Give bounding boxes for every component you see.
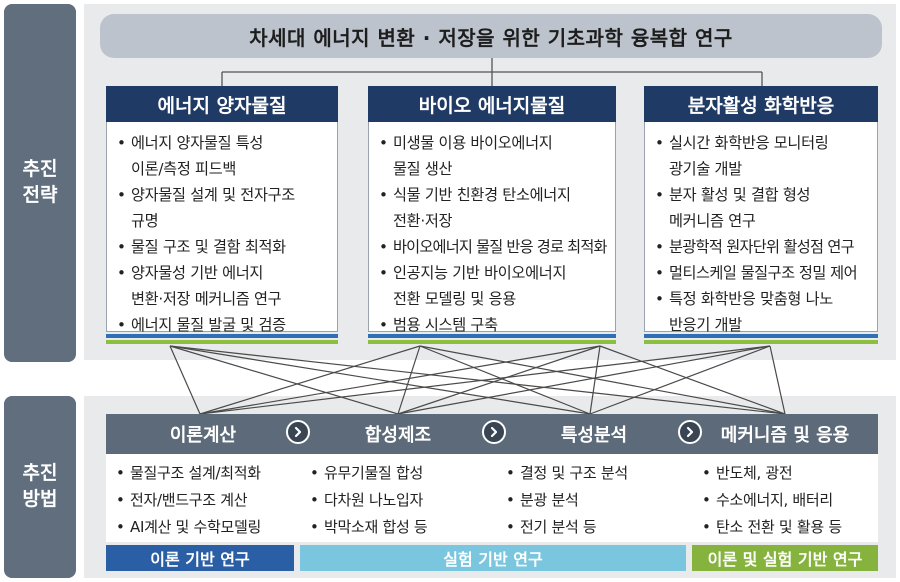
stripe-blue (644, 334, 878, 338)
method-title-4: 메커니즘 및 응용 (692, 414, 878, 454)
stripe-green (368, 340, 616, 344)
list-item: 탄소 전환 및 활용 등 (702, 514, 874, 541)
chevron-right-icon (678, 420, 702, 444)
stripe-green (644, 340, 878, 344)
strategy-list-1: 에너지 양자물질 특성 이론/측정 피드백 양자물질 설계 및 전자구조 규명 … (106, 122, 338, 338)
list-item: 분광학적 원자단위 활성점 연구 (655, 234, 871, 260)
stripe-green (106, 340, 338, 344)
list-item: 물질구조 설계/최적화 (116, 460, 296, 487)
experiment-research-bar: 실험 기반 연구 (300, 545, 686, 571)
list-item: 박막소재 합성 등 (310, 514, 492, 541)
list-item: 분자 활성 및 결합 형성 메커니즘 연구 (655, 182, 871, 234)
list-item: 실시간 화학반응 모니터링 광기술 개발 (655, 130, 871, 182)
list-item: 인공지능 기반 바이오에너지 전환 모델링 및 응용 (379, 260, 609, 312)
method-list-4: 반도체, 광전 수소에너지, 배터리 탄소 전환 및 활용 등 (692, 454, 878, 542)
strategy-list-2: 미생물 이용 바이오에너지 물질 생산 식물 기반 친환경 탄소에너지 전환·저… (368, 122, 616, 338)
list-item: 반도체, 광전 (702, 460, 874, 487)
list-item: AI계산 및 수학모델링 (116, 514, 296, 541)
title-banner: 차세대 에너지 변환 · 저장을 위한 기초과학 융복합 연구 (100, 14, 882, 58)
method-list-3: 결정 및 구조 분석 분광 분석 전기 분석 등 (496, 454, 692, 542)
list-item: 수소에너지, 배터리 (702, 487, 874, 514)
method-list-1: 물질구조 설계/최적화 전자/밴드구조 계산 AI계산 및 수학모델링 (106, 454, 300, 542)
list-item: 멀티스케일 물질구조 정밀 제어 (655, 260, 871, 286)
list-item: 미생물 이용 바이오에너지 물질 생산 (379, 130, 609, 182)
combined-research-bar: 이론 및 실험 기반 연구 (692, 545, 878, 571)
strategy-title-3: 분자활성 화학반응 (644, 86, 878, 122)
method-title-1: 이론계산 (106, 414, 300, 454)
list-item: 식물 기반 친환경 탄소에너지 전환·저장 (379, 182, 609, 234)
list-item: 전기 분석 등 (506, 514, 688, 541)
list-item: 양자물질 설계 및 전자구조 규명 (117, 182, 331, 234)
list-item: 결정 및 구조 분석 (506, 460, 688, 487)
list-item: 에너지 물질 발굴 및 검증 (117, 312, 331, 338)
list-item: 범용 시스템 구축 (379, 312, 609, 338)
list-item: 유무기물질 합성 (310, 460, 492, 487)
list-item: 바이오에너지 물질 반응 경로 최적화 (379, 234, 609, 260)
list-item: 분광 분석 (506, 487, 688, 514)
stripe-blue (106, 334, 338, 338)
theory-research-bar: 이론 기반 연구 (106, 545, 294, 571)
strategy-title-1: 에너지 양자물질 (106, 86, 338, 122)
list-item: 양자물성 기반 에너지 변환·저장 메커니즘 연구 (117, 260, 331, 312)
list-item: 물질 구조 및 결함 최적화 (117, 234, 331, 260)
strategy-list-3: 실시간 화학반응 모니터링 광기술 개발 분자 활성 및 결합 형성 메커니즘 … (644, 122, 878, 334)
list-item: 에너지 양자물질 특성 이론/측정 피드백 (117, 130, 331, 182)
list-item: 다차원 나노입자 (310, 487, 492, 514)
method-section-label: 추진 방법 (4, 396, 76, 578)
strategy-title-2: 바이오 에너지물질 (368, 86, 616, 122)
strategy-section-label: 추진 전략 (4, 4, 76, 362)
list-item: 전자/밴드구조 계산 (116, 487, 296, 514)
method-title-2: 합성제조 (300, 414, 496, 454)
chevron-right-icon (482, 420, 506, 444)
stripe-blue (368, 334, 616, 338)
method-list-2: 유무기물질 합성 다차원 나노입자 박막소재 합성 등 (300, 454, 496, 542)
list-item: 특정 화학반응 맞춤형 나노 반응기 개발 (655, 286, 871, 338)
chevron-right-icon (286, 420, 310, 444)
method-title-3: 특성분석 (496, 414, 692, 454)
